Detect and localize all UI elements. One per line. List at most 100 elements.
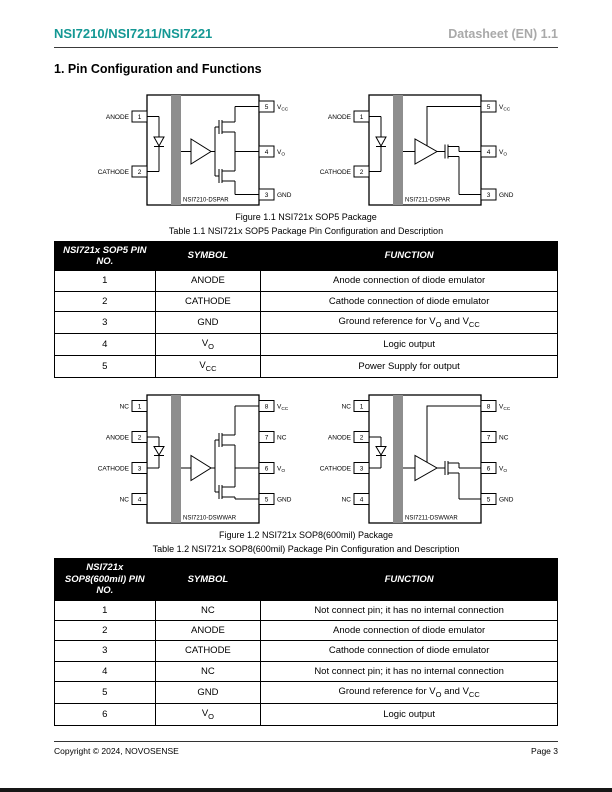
pin-3: 3 GND bbox=[480, 188, 514, 201]
table-row: 1 ANODE Anode connection of diode emulat… bbox=[54, 270, 558, 292]
pin-no-cell: 2 bbox=[54, 290, 156, 313]
pin-label: CATHODE bbox=[98, 169, 130, 176]
amplifier-icon bbox=[190, 138, 212, 165]
table-1-2-caption: Table 1.2 NSI721x SOP8(600mil) Package P… bbox=[152, 543, 460, 554]
page-header: NSI7210/NSI7211/NSI7221 Datasheet (EN) 1… bbox=[54, 26, 558, 42]
pin-no-cell: 5 bbox=[54, 354, 156, 378]
nmos-icon bbox=[444, 144, 460, 195]
pin-no-cell: 2 bbox=[54, 619, 156, 642]
pin-number: 5 bbox=[487, 496, 491, 503]
pmos-icon bbox=[218, 106, 236, 152]
figure-1-1-caption: Figure 1.1 NSI721x SOP5 Package bbox=[235, 212, 377, 222]
function-cell: Ground reference for VO and VCC bbox=[260, 311, 558, 335]
package-diagram-nsi7210-sop5: 1 ANODE 2 CATHODE 5 VCC 4 VO 3 GND bbox=[98, 94, 292, 206]
pin-5: 5 GND bbox=[480, 492, 514, 505]
pin-8: 8 VCC bbox=[480, 399, 511, 412]
amplifier-icon bbox=[190, 454, 212, 482]
function-cell: Power Supply for output bbox=[260, 354, 558, 378]
symbol-cell: GND bbox=[154, 681, 262, 705]
isolation-barrier bbox=[171, 95, 181, 205]
pin-label: VCC bbox=[277, 403, 289, 412]
pin-label: NC bbox=[342, 403, 352, 410]
pin-no-cell: 4 bbox=[54, 333, 156, 356]
pin-number: 6 bbox=[487, 465, 491, 472]
pin-label: VO bbox=[499, 149, 507, 158]
header-symbol: SYMBOL bbox=[154, 558, 262, 601]
symbol-cell: VO bbox=[154, 703, 262, 726]
pin-label: NC bbox=[120, 496, 130, 503]
symbol-cell: VO bbox=[154, 333, 262, 356]
header-pin-no: NSI721x SOP8(600mil) PIN NO. bbox=[54, 558, 156, 601]
pin-number: 7 bbox=[265, 434, 269, 441]
pin-number: 7 bbox=[487, 434, 491, 441]
pin-label: NC bbox=[277, 434, 287, 441]
pin-4: 4 NC bbox=[342, 492, 370, 505]
header-function: FUNCTION bbox=[260, 558, 558, 601]
diode-icon bbox=[153, 136, 165, 148]
table-row: 2 CATHODE Cathode connection of diode em… bbox=[54, 290, 558, 313]
isolation-barrier bbox=[171, 394, 181, 523]
table-1-1: NSI721x SOP5 PIN NO. SYMBOL FUNCTION 1 A… bbox=[54, 240, 558, 378]
table-header-row: NSI721x SOP5 PIN NO. SYMBOL FUNCTION bbox=[54, 240, 558, 272]
pin-1: 1 ANODE bbox=[328, 110, 370, 123]
function-cell: Logic output bbox=[260, 703, 558, 726]
gate-wires bbox=[211, 126, 219, 177]
isolation-barrier bbox=[393, 95, 403, 205]
table-row: 3 GND Ground reference for VO and VCC bbox=[54, 311, 558, 335]
pin-no-cell: 1 bbox=[54, 599, 156, 621]
table-header-row: NSI721x SOP8(600mil) PIN NO. SYMBOL FUNC… bbox=[54, 558, 558, 601]
pin-5: 5 VCC bbox=[480, 100, 511, 113]
pin-5: 5 VCC bbox=[258, 100, 289, 113]
pin-number: 8 bbox=[265, 403, 269, 410]
page-bottom-edge bbox=[0, 788, 612, 792]
pin-6: 6 VO bbox=[258, 461, 285, 474]
pin-label: CATHODE bbox=[98, 465, 130, 472]
symbol-cell: NC bbox=[154, 599, 262, 621]
pin-3: 3 GND bbox=[258, 188, 292, 201]
symbol-cell: ANODE bbox=[154, 270, 262, 292]
buffer-icon bbox=[414, 454, 439, 482]
chip-body bbox=[368, 394, 482, 524]
pin-8: 8 VCC bbox=[258, 399, 289, 412]
pmos-icon bbox=[218, 405, 236, 468]
pin-label: VCC bbox=[499, 104, 511, 113]
table-row: 4 NC Not connect pin; it has no internal… bbox=[54, 660, 558, 683]
page-footer: Copyright © 2024, NOVOSENSE Page 3 bbox=[54, 740, 558, 756]
figure-1-1-diagrams: 1 ANODE 2 CATHODE 5 VCC 4 VO 3 GND bbox=[54, 89, 558, 209]
pin-number: 2 bbox=[138, 434, 142, 441]
header-function: FUNCTION bbox=[260, 240, 558, 272]
symbol-cell: CATHODE bbox=[154, 290, 262, 313]
pin-number: 4 bbox=[360, 496, 364, 503]
table-row: 4 VO Logic output bbox=[54, 333, 558, 356]
pin-number: 4 bbox=[487, 149, 491, 156]
rail-wires bbox=[235, 405, 259, 500]
pin-number: 1 bbox=[360, 403, 364, 410]
package-diagram-nsi7210-sop8: 1 NC 2 ANODE 3 CATHODE 4 NC 8 VCC bbox=[98, 394, 292, 524]
part-number-label: NSI7211-DSWWAR bbox=[405, 515, 458, 521]
diode-icon bbox=[375, 136, 387, 148]
pin-no-cell: 4 bbox=[54, 660, 156, 683]
pin-label: CATHODE bbox=[320, 169, 352, 176]
symbol-cell: CATHODE bbox=[154, 640, 262, 662]
pin-number: 2 bbox=[360, 169, 364, 176]
nmos-icon bbox=[218, 467, 236, 499]
package-diagram-nsi7211-sop5: 1 ANODE 2 CATHODE 5 VCC 4 VO 3 GND bbox=[320, 94, 514, 206]
table-1-2: NSI721x SOP8(600mil) PIN NO. SYMBOL FUNC… bbox=[54, 558, 558, 726]
pin-7: 7 NC bbox=[258, 430, 287, 443]
function-cell: Logic output bbox=[260, 333, 558, 356]
pin-2: 2 ANODE bbox=[106, 430, 148, 443]
pin-number: 5 bbox=[487, 104, 491, 111]
pin-number: 3 bbox=[487, 192, 491, 199]
table-row: 1 NC Not connect pin; it has no internal… bbox=[54, 599, 558, 621]
pin-6: 6 VO bbox=[480, 461, 507, 474]
pin-label: ANODE bbox=[106, 434, 130, 441]
pin-label: ANODE bbox=[328, 114, 352, 121]
part-number-label: NSI7211-DSPAR bbox=[405, 198, 451, 204]
pin-label: NC bbox=[120, 403, 130, 410]
section-title: 1. Pin Configuration and Functions bbox=[54, 62, 262, 76]
pin-no-cell: 3 bbox=[54, 311, 156, 335]
part-number-label: NSI7210-DSWWAR bbox=[183, 515, 237, 521]
function-cell: Cathode connection of diode emulator bbox=[260, 640, 558, 662]
diode-icon bbox=[375, 445, 387, 456]
symbol-cell: VCC bbox=[154, 354, 262, 378]
